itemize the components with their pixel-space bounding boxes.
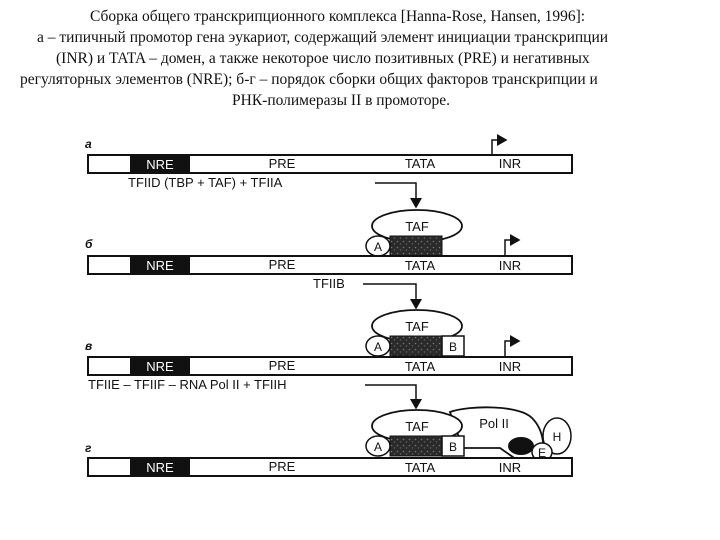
step-3-label: TFIIE – TFIIF – RNA Pol II + TFIIH: [88, 377, 287, 392]
tfiih-circle: [542, 417, 572, 455]
tfiia-label-b: A: [374, 240, 382, 254]
tfiif-dark-blob: [508, 437, 534, 455]
tss-arrow-icon-b: [504, 234, 521, 256]
panel-v: TAF A B в NRE PRE TATA INR: [85, 309, 573, 376]
pol-ii-label: Pol II: [479, 416, 509, 431]
panel-letter-b: б: [85, 237, 93, 251]
tbp-block-g: [389, 435, 443, 457]
tata-label-v: TATA: [405, 359, 436, 374]
tss-arrow-icon-v: [504, 335, 521, 357]
nre-box-v: [130, 357, 190, 375]
panel-letter-a: а: [85, 137, 92, 151]
tss-arrow-icon-a: [491, 134, 508, 155]
taf-label-g: TAF: [405, 419, 429, 434]
tfiia-label-g: A: [374, 440, 382, 454]
inr-label-g: INR: [499, 460, 521, 475]
caption-line-2: а – типичный промотор гена эукариот, сод…: [37, 29, 609, 46]
pre-label-b: PRE: [269, 257, 296, 272]
nre-label-a: NRE: [146, 157, 174, 172]
dna-bar-v: [87, 356, 573, 376]
panel-g: Pol II H E TAF A B г NRE PRE TATA INR: [85, 406, 573, 477]
taf-label-v: TAF: [405, 319, 429, 334]
dna-bar-b: [87, 255, 573, 275]
tfiib-label-v: B: [449, 340, 457, 354]
tfiib-label-g: B: [449, 440, 457, 454]
tfiib-block-g: [441, 435, 465, 457]
pre-label-v: PRE: [269, 358, 296, 373]
nre-label-g: NRE: [146, 460, 174, 475]
taf-label-b: TAF: [405, 219, 429, 234]
pre-label-a: PRE: [269, 156, 296, 171]
inr-label-a: INR: [499, 156, 521, 171]
tfiia-circle-g: [365, 435, 391, 457]
nre-box-g: [130, 458, 190, 476]
inr-label-b: INR: [499, 258, 521, 273]
panel-letter-v: в: [85, 339, 92, 353]
tfiie-label: E: [538, 446, 546, 460]
tata-label-b: TATA: [405, 258, 436, 273]
pre-label-g: PRE: [269, 459, 296, 474]
panel-letter-g: г: [85, 441, 92, 455]
step-3-arrow-icon: [365, 384, 422, 410]
panel-b: TAF A б NRE PRE TATA INR: [85, 209, 573, 275]
caption-line-3: (INR) и TATA – домен, а также некоторое …: [56, 50, 590, 67]
tfiih-label: H: [553, 430, 562, 444]
tfiia-label-v: A: [374, 340, 382, 354]
tbp-block-v: [389, 335, 443, 357]
tata-label-g: TATA: [405, 460, 436, 475]
dna-bar-g: [87, 457, 573, 477]
step-1-arrow-icon: [375, 182, 422, 209]
tbp-block-b: [389, 235, 443, 257]
nre-box-a: [130, 155, 190, 173]
nre-label-v: NRE: [146, 359, 174, 374]
caption-line-4: регуляторных элементов (NRE); б-г – поря…: [20, 71, 598, 88]
tata-label-a: TATA: [405, 156, 436, 171]
step-1-label: TFIID (TBP + TAF) + TFIIA: [128, 175, 283, 190]
step-2-arrow-icon: [363, 283, 422, 310]
inr-label-v: INR: [499, 359, 521, 374]
nre-label-b: NRE: [146, 258, 174, 273]
dna-bar-a: [87, 154, 573, 174]
step-2-label: TFIIB: [313, 276, 345, 291]
caption-line-1: Сборка общего транскрипционного комплекс…: [90, 8, 586, 25]
nre-box-b: [130, 256, 190, 274]
caption-line-5: РНК-полимеразы II в промоторе.: [232, 92, 450, 109]
panel-a: а NRE PRE TATA INR: [85, 134, 573, 174]
